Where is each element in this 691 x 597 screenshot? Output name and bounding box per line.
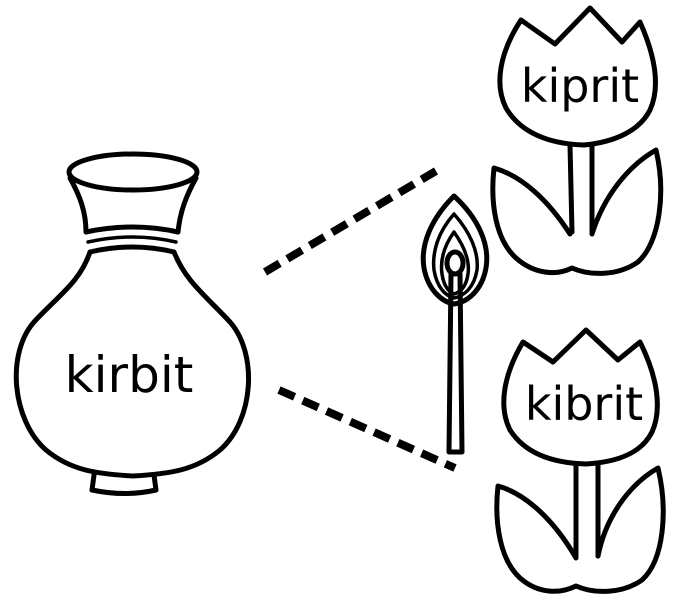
vase-neck [67,175,199,235]
vase: kirbit [13,151,252,496]
match-icon [420,193,490,455]
tulip-top-leaves [490,147,664,276]
vase-band-bottom [87,244,177,255]
flame-middle [431,212,480,300]
tulip-bottom-flower [501,327,660,467]
vase-band-top [83,224,181,235]
connector-to-kiprit [262,167,439,276]
tulip-bottom-stem [573,461,601,559]
tulip-bottom-label: kibrit [525,377,643,431]
tulip-top-stem [567,142,595,235]
flame-outer [420,193,490,307]
match-stick [446,271,465,455]
vase-foot [89,472,159,496]
match-head [444,249,466,277]
vase-rim [66,151,200,193]
tulip-bottom-leaves [494,465,666,594]
connector-to-kibrit [277,386,457,472]
tulip-kibrit: kibrit [494,327,666,594]
vase-body [13,249,252,479]
vase-band-middle [86,235,178,244]
tulip-kiprit: kiprit [490,5,664,276]
vase-label: kirbit [65,346,194,404]
flame-inner [439,230,471,296]
tulip-top-label: kiprit [521,59,639,113]
